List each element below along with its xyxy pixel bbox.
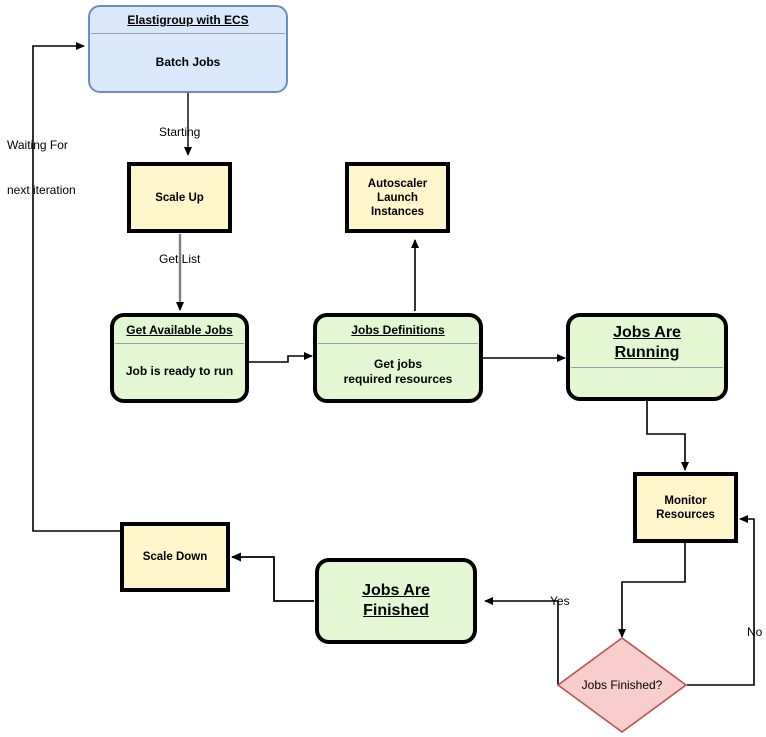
edge-label-yes: Yes [550, 594, 570, 608]
node-jobs-are-running[interactable]: Jobs Are Running [566, 313, 728, 401]
node-scale-down[interactable]: Scale Down [120, 522, 230, 592]
edge-monitor-resources-to-decision [618, 543, 686, 638]
monitor-resources-label: Monitor Resources [650, 476, 721, 539]
elastigroup-title: Elastigroup with ECS [127, 13, 249, 27]
elastigroup-divider [91, 33, 285, 34]
waiting-line-2: next iteration [7, 183, 76, 197]
node-jobs-definitions[interactable]: Jobs Definitions Get jobs required resou… [313, 313, 483, 403]
jobs-are-running-line-1: Jobs Are [613, 324, 681, 341]
edge-decision-yes-to-jobs-are-finished [484, 597, 559, 685]
waiting-line-1: Waiting For [7, 138, 68, 152]
jobs-definitions-line-1: Get jobs [373, 356, 422, 371]
jobs-are-running-title: Jobs Are Running [570, 317, 724, 367]
scale-down-label: Scale Down [142, 551, 208, 563]
jobs-finished-decision-label: Jobs Finished? [581, 678, 663, 692]
node-monitor-resources[interactable]: Monitor Resources [633, 472, 738, 543]
jobs-are-finished-title: Jobs Are Finished [362, 581, 430, 621]
get-available-jobs-title: Get Available Jobs [126, 323, 233, 337]
autoscaler-line-2: Launch [377, 191, 418, 204]
edge-label-no: No [747, 625, 763, 639]
autoscaler-line-1: Autoscaler [367, 177, 428, 190]
node-get-available-jobs[interactable]: Get Available Jobs Job is ready to run [110, 313, 249, 403]
edge-decision-no-to-monitor-resources [687, 515, 755, 686]
jobs-definitions-divider [318, 343, 478, 344]
edge-label-starting: Starting [159, 125, 201, 139]
get-available-jobs-body: Job is ready to run [125, 364, 234, 378]
monitor-resources-line-1: Monitor [664, 494, 707, 507]
edge-label-get-list: Get List [159, 252, 201, 266]
node-elastigroup-with-ecs[interactable]: Elastigroup with ECS Batch Jobs [88, 5, 288, 93]
edge-scale-down-to-elastigroup [32, 42, 122, 532]
elastigroup-body: Batch Jobs [155, 55, 221, 69]
jobs-are-finished-line-2: Finished [363, 602, 429, 619]
jobs-are-running-line-2: Running [614, 344, 680, 361]
edge-jobs-are-running-to-monitor-resources [646, 400, 689, 471]
jobs-are-running-body [570, 368, 724, 397]
autoscaler-line-3: Instances [370, 205, 425, 218]
node-scale-up[interactable]: Scale Up [127, 162, 232, 233]
diamond-shape [556, 637, 688, 733]
node-jobs-finished-decision[interactable]: Jobs Finished? [556, 637, 688, 733]
edge-jobs-are-finished-to-scale-down [231, 552, 314, 602]
autoscaler-label: Autoscaler Launch Instances [362, 166, 433, 229]
monitor-resources-line-2: Resources [656, 508, 715, 521]
get-available-jobs-divider [115, 343, 244, 344]
jobs-are-finished-line-1: Jobs Are [362, 582, 430, 599]
jobs-are-running-divider [571, 367, 723, 368]
node-jobs-are-finished[interactable]: Jobs Are Finished [315, 558, 477, 644]
edge-label-waiting-for-next-iteration: Waiting For next iteration [7, 108, 76, 228]
scale-up-label: Scale Up [155, 191, 204, 204]
jobs-definitions-body: Get jobs required resources [317, 344, 479, 399]
jobs-definitions-title: Jobs Definitions [351, 323, 445, 337]
jobs-definitions-line-2: required resources [343, 371, 453, 386]
edge-get-available-jobs-to-jobs-definitions [249, 352, 313, 363]
jobs-are-finished-title-wrap: Jobs Are Finished [319, 562, 473, 640]
node-autoscaler-launch-instances[interactable]: Autoscaler Launch Instances [345, 162, 450, 233]
